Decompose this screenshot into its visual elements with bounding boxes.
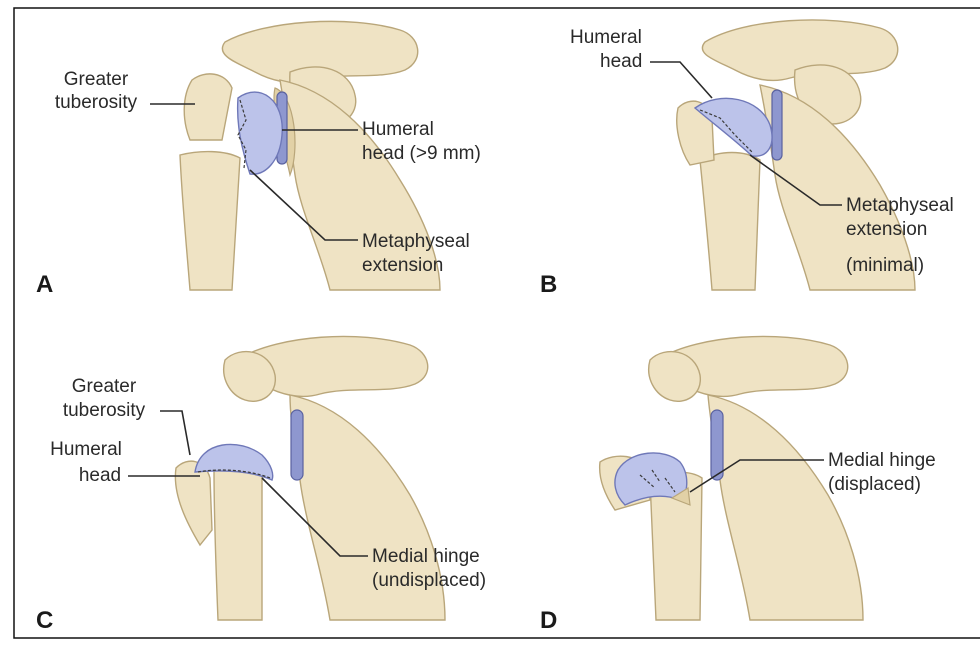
panel-d-letter: D (540, 607, 557, 634)
panel-a-letter: A (36, 271, 53, 298)
b-metaphyseal-extension-line2: extension (846, 219, 927, 240)
panel-c-letter: C (36, 607, 53, 634)
b-humeral-head-line2: head (600, 51, 642, 72)
b-metaphyseal-extension-line3: (minimal) (846, 255, 924, 276)
c-greater-tuberosity-line1: Greater (72, 376, 137, 397)
b-humeral-head-line1: Humeral (570, 27, 642, 48)
a-humeral-head-line2: head (>9 mm) (362, 143, 481, 164)
a-greater-tuberosity-line1: Greater (64, 69, 129, 90)
b-metaphyseal-extension-line1: Metaphyseal (846, 195, 954, 216)
d-medial-hinge-line1: Medial hinge (828, 450, 936, 471)
a-metaphyseal-extension-line2: extension (362, 255, 443, 276)
c-greater-tuberosity-line2: tuberosity (63, 400, 146, 421)
c-medial-hinge-line1: Medial hinge (372, 546, 480, 567)
a-metaphyseal-extension-line1: Metaphyseal (362, 231, 470, 252)
c-medial-hinge-line2: (undisplaced) (372, 570, 486, 591)
c-humeral-head-line1: Humeral (50, 439, 122, 460)
a-humeral-head-line1: Humeral (362, 119, 434, 140)
c-humeral-head-line2: head (79, 465, 121, 486)
d-medial-hinge-line2: (displaced) (828, 474, 921, 495)
panel-b-letter: B (540, 271, 557, 298)
a-greater-tuberosity-line2: tuberosity (55, 92, 138, 113)
